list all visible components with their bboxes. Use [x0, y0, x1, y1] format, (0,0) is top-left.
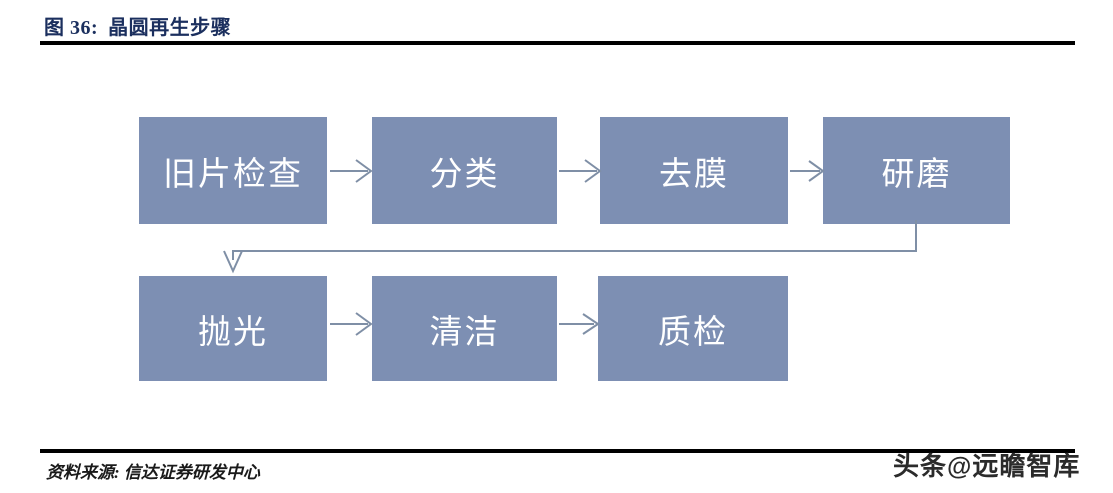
flow-node-polishing[interactable]: 抛光 — [139, 276, 327, 381]
flow-node-quality-inspection[interactable]: 质检 — [598, 276, 788, 381]
flow-node-film-removal[interactable]: 去膜 — [600, 117, 788, 224]
figure-number: 图 36: — [44, 17, 99, 39]
source-note: 资料来源: 信达证券研发中心 — [46, 458, 260, 483]
arrow-right-icon — [330, 159, 373, 183]
figure-title-text: 晶圆再生步骤 — [108, 17, 232, 39]
watermark-at-symbol: @ — [947, 453, 973, 481]
arrow-right-icon — [559, 159, 602, 183]
flow-node-old-wafer-inspection[interactable]: 旧片检查 — [139, 117, 327, 224]
flow-node-grinding[interactable]: 研磨 — [823, 117, 1010, 224]
watermark-prefix: 头条 — [893, 451, 948, 481]
source-label: 资料来源: — [46, 463, 120, 482]
watermark: 头条@远瞻智库 — [893, 446, 1080, 483]
watermark-name: 远瞻智库 — [972, 451, 1081, 481]
footer-divider — [40, 449, 1075, 453]
flow-node-classification[interactable]: 分类 — [372, 117, 557, 224]
flow-node-cleaning[interactable]: 清洁 — [372, 276, 557, 381]
page-title: 图 36: 晶圆再生步骤 — [44, 11, 231, 40]
connector-wrap-arrow-icon — [223, 220, 917, 274]
header-divider — [40, 41, 1075, 45]
arrow-right-icon — [790, 160, 825, 182]
source-value: 信达证券研发中心 — [123, 463, 260, 482]
arrow-right-icon — [559, 313, 600, 335]
arrow-right-icon — [330, 312, 373, 336]
